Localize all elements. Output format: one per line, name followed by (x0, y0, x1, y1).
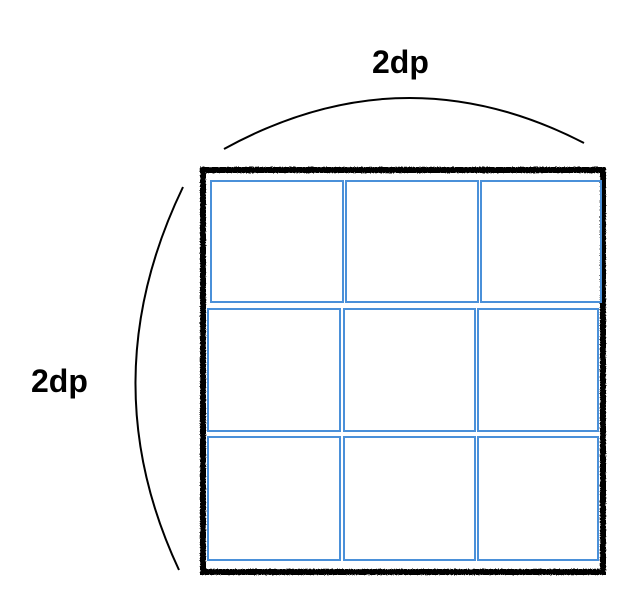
width-dimension-arc (223, 97, 585, 150)
width-label: 2dp (372, 44, 429, 80)
height-dimension-arc (134, 186, 184, 571)
grid-cell-r3-c1 (207, 436, 341, 561)
grid-cell-r2-c2 (343, 308, 476, 432)
height-label: 2dp (31, 363, 88, 399)
grid-cell-r2-c1 (207, 308, 341, 432)
grid-cell-r1-c2 (345, 180, 479, 303)
grid-cell-r1-c3 (480, 180, 602, 303)
grid-cell-r2-c3 (477, 308, 599, 432)
outer-frame (200, 167, 606, 575)
grid-cell-r1-c1 (210, 180, 344, 303)
grid-cell-r3-c3 (477, 436, 599, 561)
grid-cell-r3-c2 (343, 436, 476, 561)
grid-cells (207, 180, 602, 561)
